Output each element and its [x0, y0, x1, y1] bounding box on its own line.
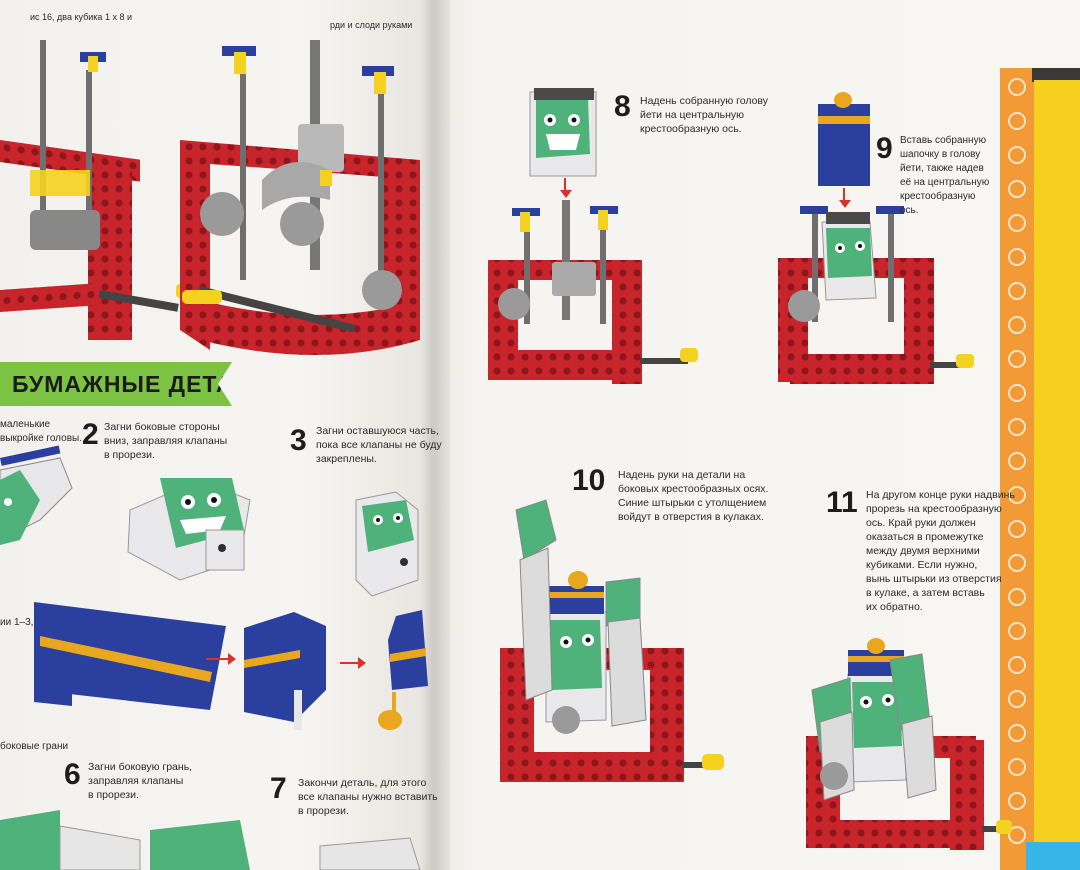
partial-text-2: выкройке головы. [0, 433, 82, 444]
step-line: в кулаке, а затем вставь [866, 587, 985, 599]
paper-hat-step-5 [244, 612, 326, 730]
step-line: вынь штырьки из отверстия [866, 573, 1002, 585]
strip-hole [1008, 622, 1026, 640]
strip-hole [1008, 486, 1026, 504]
step-line: их обратно. [866, 601, 923, 613]
yeti-hat-step-9 [818, 92, 870, 208]
strip-hole [1008, 214, 1026, 232]
mechanism-step-8 [488, 200, 698, 384]
partial-text-4: боковые грани [0, 741, 69, 752]
partial-text-3: ии 1–3, [0, 617, 34, 628]
blue-brick-edge [1026, 842, 1080, 870]
step-line: ось. Край руки должен [866, 517, 976, 529]
step-number: 10 [572, 464, 606, 497]
strip-hole [1008, 724, 1026, 742]
section-banner: БУМАЖНЫЕ ДЕТАЛИ [0, 362, 232, 406]
step-line: крестообразную [900, 191, 976, 202]
step-line: все клапаны нужно вставить [298, 791, 438, 803]
step-line: кубиками. Если нужно, [866, 559, 978, 571]
yeti-head-step-8 [529, 88, 597, 198]
strip-hole [1008, 690, 1026, 708]
step-line: шапочку в голову [900, 149, 981, 160]
strip-hole [1008, 78, 1026, 96]
top-fragment-text: ис 16, два кубика 1 х 8 и [30, 12, 132, 22]
book-cover-edge [1032, 68, 1080, 82]
top-fragment-text-2: рди и слоди руками [330, 20, 413, 30]
step-line: На другом конце руки надвинь [866, 489, 1015, 501]
step-line: йети на центральную [640, 109, 745, 121]
step-number: 3 [290, 424, 307, 457]
strip-hole [1008, 826, 1026, 844]
step-line: вниз, заправляя клапаны [104, 435, 228, 447]
strip-hole [1008, 588, 1026, 606]
yeti-assembly-step-11 [806, 638, 1012, 850]
step-line: Загни боковую грань, [88, 761, 193, 773]
step-line: Надень руки на детали на [618, 469, 746, 481]
step-line: йети, также надев [900, 163, 984, 174]
next-page-yellow-edge [1034, 80, 1080, 870]
step-line: закреплены. [316, 453, 377, 465]
step-line: заправляя клапаны [88, 775, 184, 787]
step-line: оказаться в промежутке [866, 531, 984, 543]
strip-hole [1008, 146, 1026, 164]
step-number: 11 [826, 486, 858, 519]
step-number: 2 [82, 418, 99, 451]
strip-hole [1008, 282, 1026, 300]
orange-hole-strip [1000, 68, 1034, 870]
strip-hole [1008, 520, 1026, 538]
strip-hole [1008, 350, 1026, 368]
strip-hole [1008, 180, 1026, 198]
step-line: в прорези. [88, 789, 139, 801]
step-line: ось. [900, 205, 919, 216]
paper-head-step-2 [127, 478, 251, 581]
step-line: Закончи деталь, для этого [298, 777, 427, 789]
step-line: Загни боковые стороны [104, 421, 220, 433]
strip-hole [1008, 452, 1026, 470]
yeti-assembly-step-10 [500, 499, 724, 782]
paper-head-step-3 [355, 491, 419, 597]
step-line: Синие штырьки с утолщением [618, 497, 767, 509]
step-line: боковых крестообразных осях. [618, 483, 769, 495]
book-gutter [420, 0, 450, 870]
step-line: пока все клапаны не буду [316, 439, 442, 451]
mechanism-step-9 [778, 206, 974, 384]
step-number: 7 [270, 772, 287, 805]
strip-hole [1008, 384, 1026, 402]
mechanism-left-top-2 [180, 40, 420, 355]
mechanism-left-top [0, 40, 202, 340]
step-line: Вставь собранную [900, 135, 987, 146]
strip-hole [1008, 418, 1026, 436]
step-line: её на центральную [900, 177, 990, 188]
strip-hole [1008, 316, 1026, 334]
strip-hole [1008, 758, 1026, 776]
step-line: в прорези. [104, 449, 155, 461]
strip-hole [1008, 656, 1026, 674]
strip-hole [1008, 112, 1026, 130]
partial-text-1: маленькие [0, 419, 51, 430]
strip-hole [1008, 554, 1026, 572]
step-line: прорезь на крестообразную [866, 503, 1002, 515]
strip-hole [1008, 792, 1026, 810]
step-number: 8 [614, 90, 631, 123]
step-line: в прорези. [298, 805, 349, 817]
step-line: Загни оставшуюся часть, [316, 425, 439, 437]
paper-hat-step-4 [34, 602, 226, 710]
step-line: войдут в отверстия в кулаках. [618, 511, 764, 523]
step-line: крестообразную ось. [640, 123, 742, 135]
banner-title: БУМАЖНЫЕ ДЕТАЛИ [12, 371, 269, 397]
step-line: между двумя верхними [866, 545, 980, 557]
paper-bottom-parts [0, 810, 421, 870]
step-number: 6 [64, 758, 81, 791]
strip-hole [1008, 248, 1026, 266]
step-line: Надень собранную голову [640, 95, 769, 107]
arrow-right-2 [340, 657, 366, 669]
step-number: 9 [876, 132, 893, 165]
paper-hat-step-6 [378, 610, 428, 730]
arrow-right [206, 653, 236, 665]
paper-head-step-1 [0, 445, 73, 545]
